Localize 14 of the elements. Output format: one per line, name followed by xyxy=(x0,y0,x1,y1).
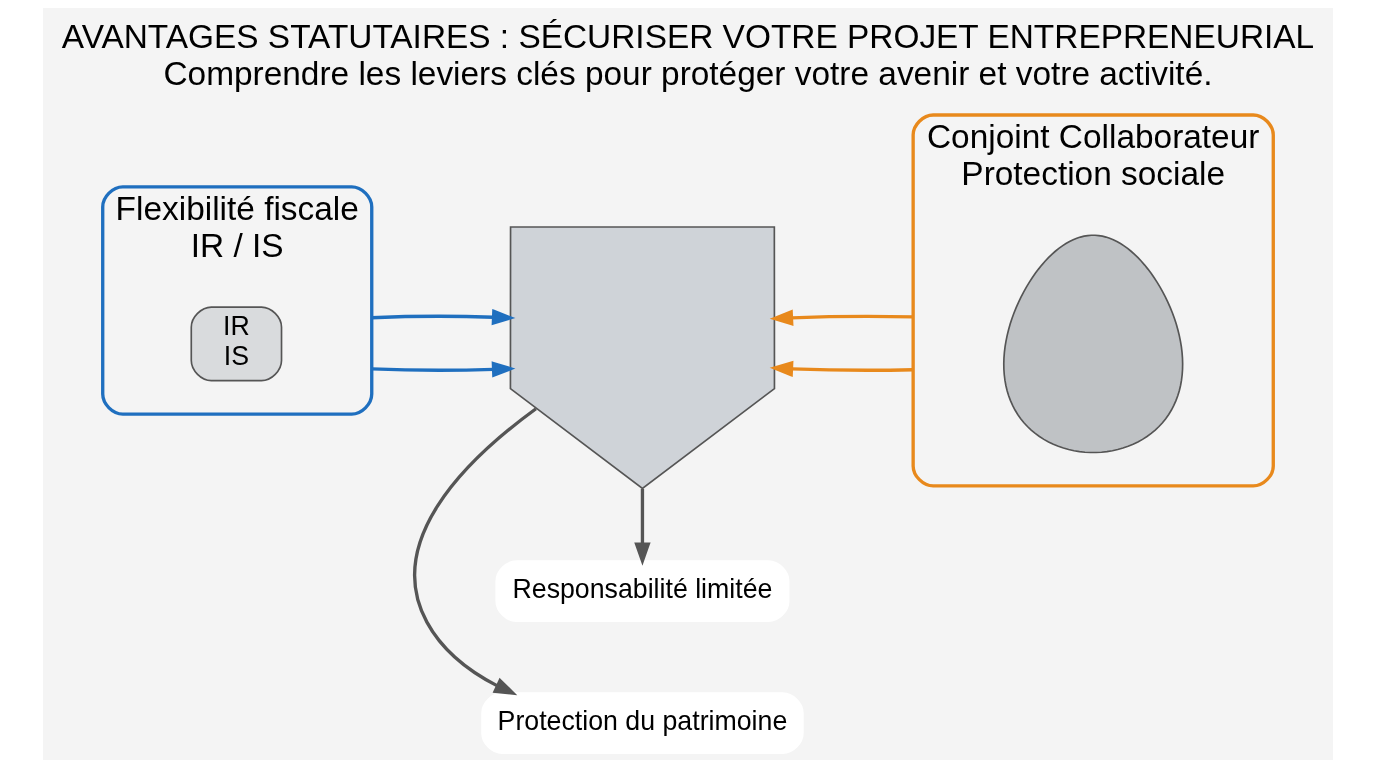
arrow xyxy=(769,309,914,326)
arrow xyxy=(371,309,516,326)
arrow xyxy=(769,360,914,378)
node-box: Protection du patrimoine xyxy=(481,692,804,755)
diagram-title: AVANTAGES STATUTAIRES : SÉCURISER VOTRE PROJET ENTREPRENEURIAL xyxy=(61,18,1315,56)
node-box: IR IS xyxy=(190,306,283,382)
arrow xyxy=(371,361,516,378)
node-box: Responsabilité limitée xyxy=(495,560,790,623)
arrow xyxy=(634,488,651,566)
node-person xyxy=(1002,234,1184,454)
picture xyxy=(509,226,776,490)
cluster: Conjoint Collaborateur Protection sociale xyxy=(911,113,1275,488)
caption: Comprendre les leviers clés pour protéger votre avenir et votre activité. xyxy=(163,54,1213,92)
arrow xyxy=(413,407,537,696)
